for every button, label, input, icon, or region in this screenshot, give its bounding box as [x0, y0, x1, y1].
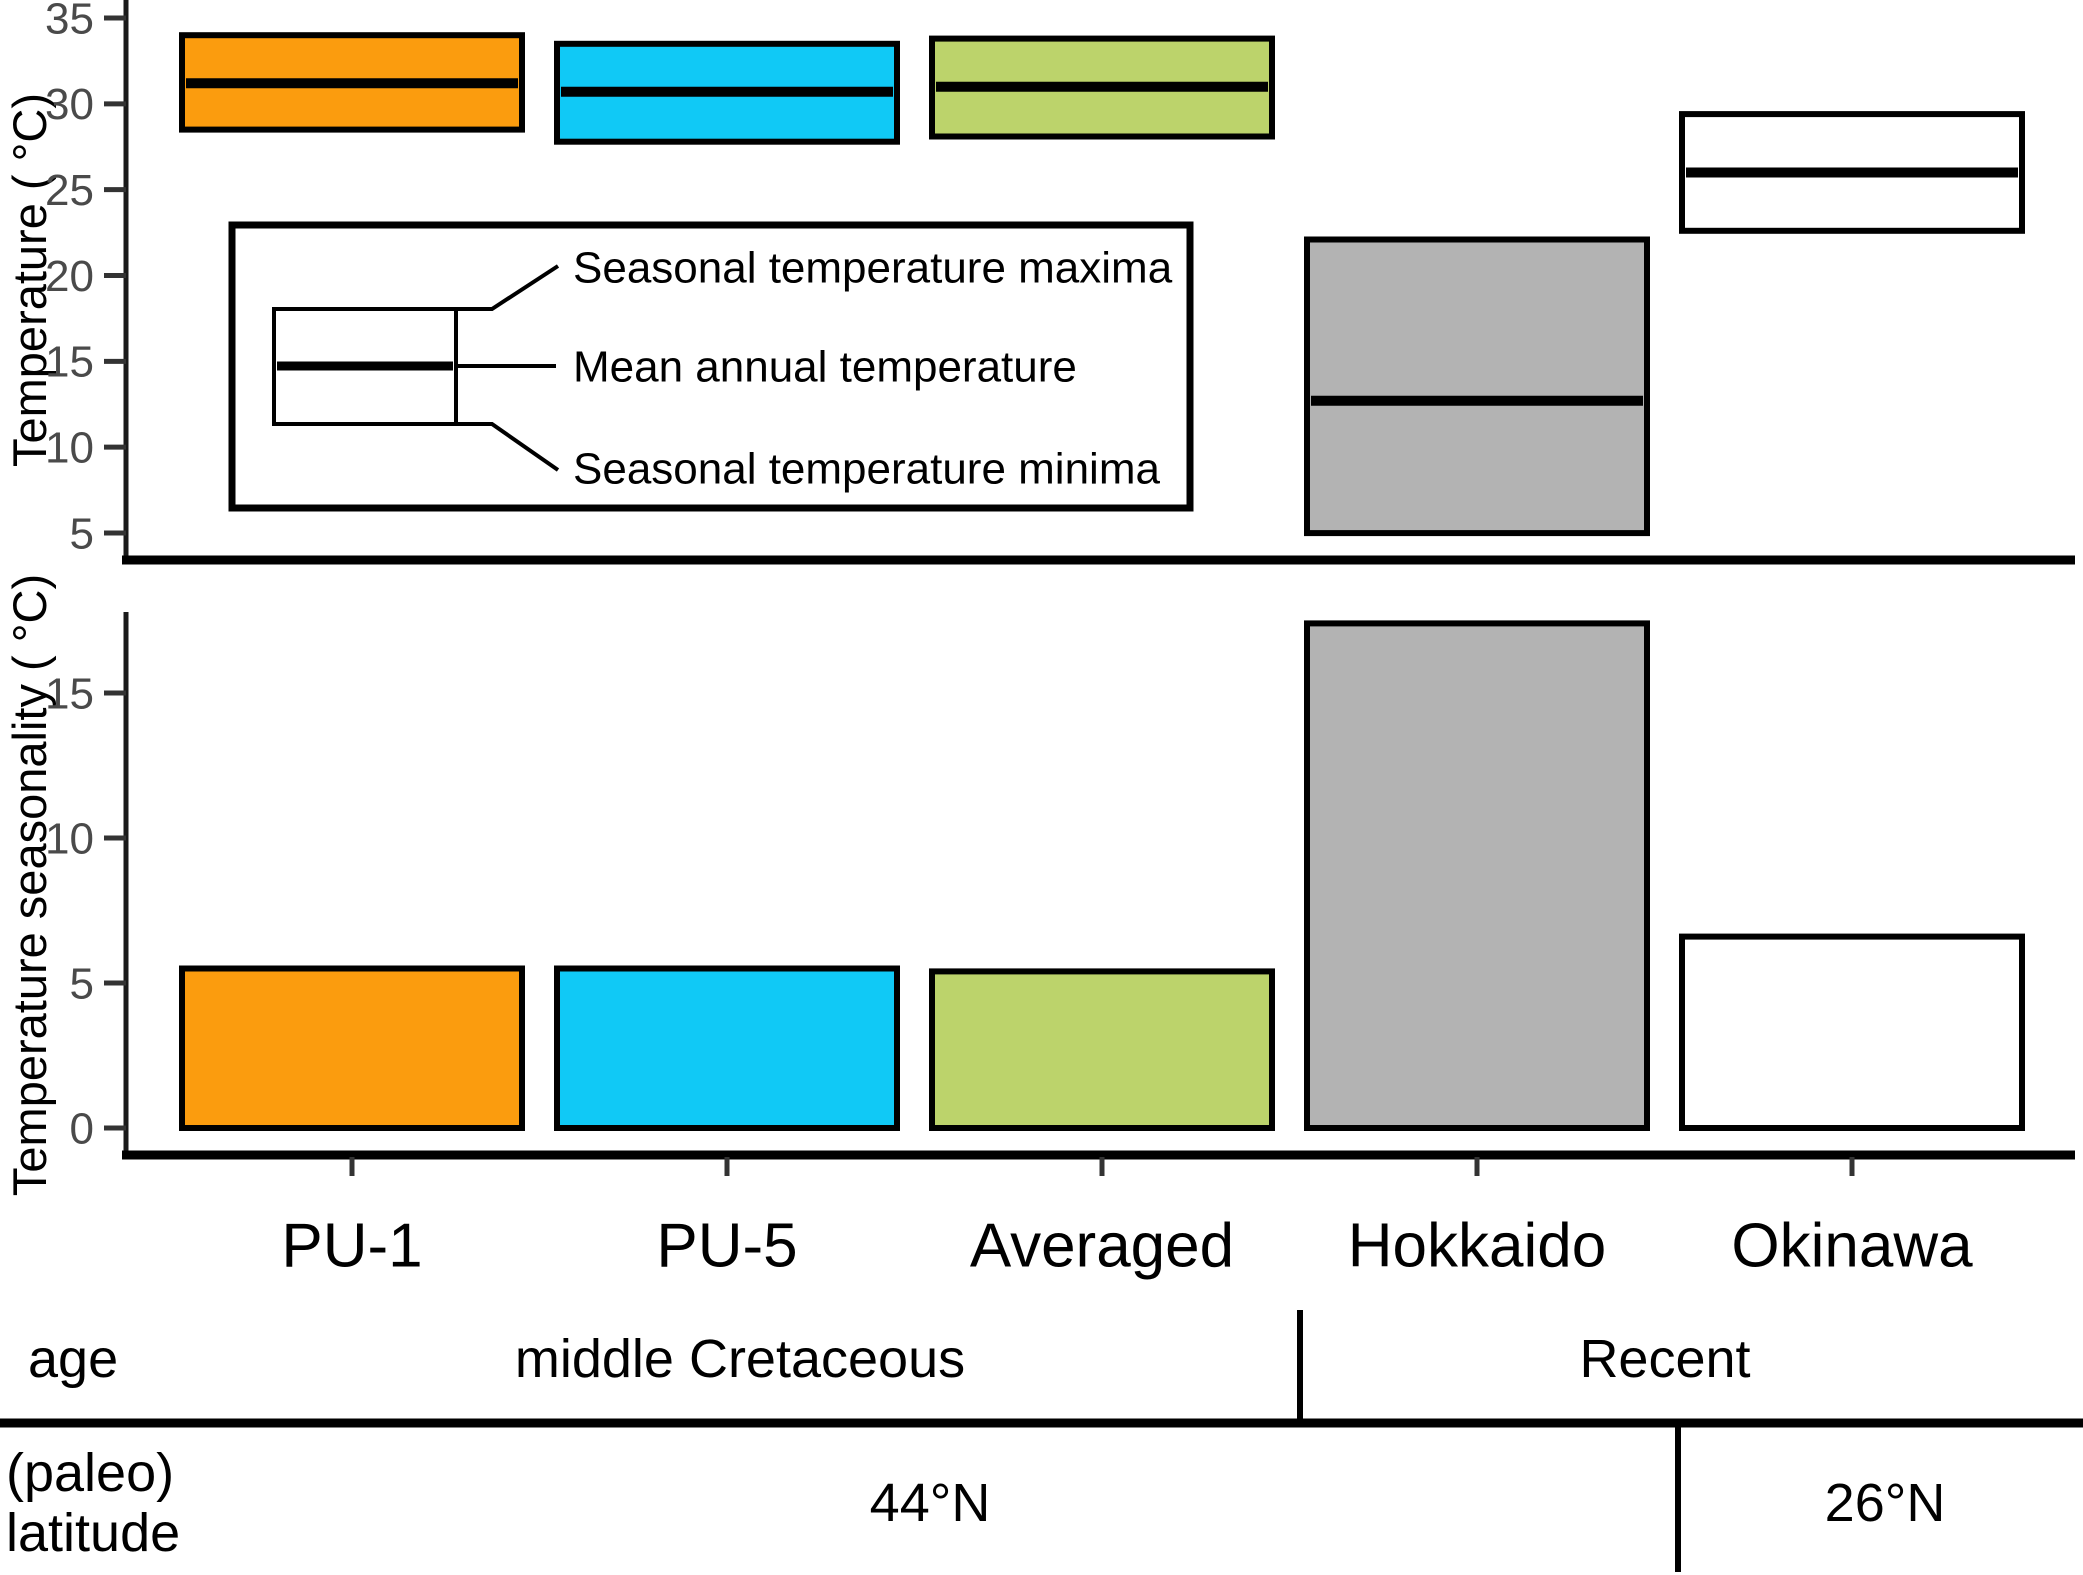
top-ytick-label-30: 30	[45, 80, 94, 129]
legend-connector-minima	[456, 422, 560, 472]
temperature-seasonality-bar-PU-5	[554, 965, 900, 1131]
legend-connector-maxima	[456, 264, 560, 311]
bottom-y-ticks: 0 5 10 15	[45, 669, 126, 1153]
bottom-ytick-label-0: 0	[70, 1104, 94, 1153]
footer-age-recent: Recent	[1579, 1329, 1750, 1389]
category-label-PU-1: PU-1	[281, 1212, 422, 1281]
top-ytick-label-25: 25	[45, 166, 94, 215]
category-labels: PU-1 PU-5 Averaged Hokkaido Okinawa	[281, 1212, 1973, 1281]
bottom-ytick-label-10: 10	[45, 814, 94, 863]
temperature-seasonality-bar-Okinawa	[1679, 933, 2025, 1131]
bottom-panel: Temperature seasonality ( °C) 0 5 10 15 PU-…	[3, 574, 2075, 1281]
bottom-ytick-label-15: 15	[45, 669, 94, 718]
footer-table: age middle Cretaceous Recent (paleo) lat…	[0, 1310, 2083, 1572]
legend-label-mean: Mean annual temperature	[573, 342, 1077, 391]
temperature-seasonality-bar-PU-1	[179, 965, 525, 1131]
bottom-bars	[179, 620, 2025, 1132]
top-ytick-label-15: 15	[45, 338, 94, 387]
top-y-ticks: 5 10 15 20 25 30 35	[45, 0, 126, 558]
category-label-PU-5: PU-5	[656, 1212, 797, 1281]
top-ytick-label-5: 5	[70, 509, 94, 558]
legend-label-minima: Seasonal temperature minima	[573, 444, 1160, 493]
footer-age-cretaceous: middle Cretaceous	[515, 1329, 965, 1389]
temperature-seasonality-bar-Averaged	[929, 968, 1275, 1132]
top-range-bars	[179, 32, 2025, 537]
top-ytick-label-20: 20	[45, 252, 94, 301]
category-label-Okinawa: Okinawa	[1731, 1212, 1973, 1281]
top-ytick-label-10: 10	[45, 424, 94, 473]
top-y-axis-label: Temperature ( °C)	[3, 93, 56, 467]
footer-latitude-header-line1: (paleo)	[6, 1443, 174, 1503]
temperature-range-bar-Hokkaido	[1304, 236, 1650, 537]
footer-latitude-header-line2: latitude	[6, 1503, 180, 1563]
category-label-Averaged: Averaged	[970, 1212, 1234, 1281]
legend-label-maxima: Seasonal temperature maxima	[573, 243, 1173, 292]
footer-age-header: age	[28, 1329, 118, 1389]
bottom-y-axis-label: Temperature seasonality ( °C)	[3, 574, 56, 1196]
top-panel: Temperature ( °C) 5 10 15 20 25 30 35 Seasonal…	[3, 0, 2075, 565]
bottom-ytick-label-5: 5	[70, 959, 94, 1008]
legend: Seasonal temperature maxima Mean annual …	[228, 221, 1194, 512]
footer-latitude-44n: 44°N	[870, 1473, 991, 1533]
footer-latitude-26n: 26°N	[1825, 1473, 1946, 1533]
category-label-Hokkaido: Hokkaido	[1348, 1212, 1606, 1281]
temperature-seasonality-bar-Hokkaido	[1304, 620, 1650, 1132]
top-ytick-label-35: 35	[45, 0, 94, 43]
bottom-x-ticks	[349, 1157, 1855, 1176]
